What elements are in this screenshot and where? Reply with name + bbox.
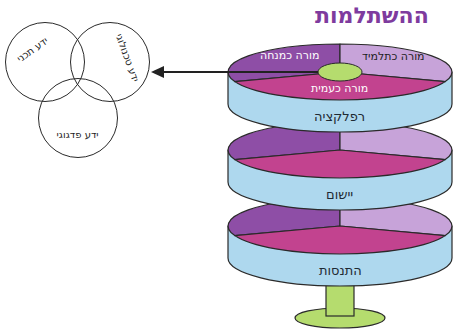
- node-text: מורה כתלמיד: [362, 51, 425, 64]
- venn-circle: ידע טכנולוגי: [70, 22, 150, 102]
- node-text: התנסות: [319, 264, 362, 279]
- node-text: ידע פדגוגי: [57, 129, 99, 141]
- tier-band: [228, 150, 452, 210]
- node-text: יישום: [326, 188, 353, 203]
- tier-sector-label: מורה כמנחה: [258, 48, 322, 65]
- tier-band-label: רפלקציה: [312, 108, 368, 127]
- tier-sector-label: מורה כתלמיד: [360, 49, 427, 66]
- tier-band: [228, 226, 452, 286]
- pointer-arrow: [162, 71, 318, 73]
- node-text: מורה כמנחה: [260, 50, 319, 63]
- venn-circle: ידע פדגוגי: [38, 78, 118, 158]
- node-text: מורה כעמית: [311, 83, 368, 96]
- tier-band-label: יישום: [324, 186, 356, 205]
- center-ellipse: [318, 63, 362, 81]
- node-text: ידע תכני: [15, 35, 50, 65]
- tiers: [228, 44, 452, 286]
- diagram-title: ההשתלמות: [315, 3, 429, 28]
- tier-sector: [235, 150, 445, 178]
- tier-sector: [235, 226, 445, 254]
- venn-circle: ידע תכני: [5, 22, 85, 102]
- node-text: רפלקציה: [314, 110, 365, 125]
- node-text: ידע טכנולוגי: [114, 32, 142, 83]
- tier-band-label: התנסות: [317, 262, 364, 281]
- arrow-head: [151, 66, 164, 78]
- tier-sector-label: מורה כעמית: [309, 81, 371, 98]
